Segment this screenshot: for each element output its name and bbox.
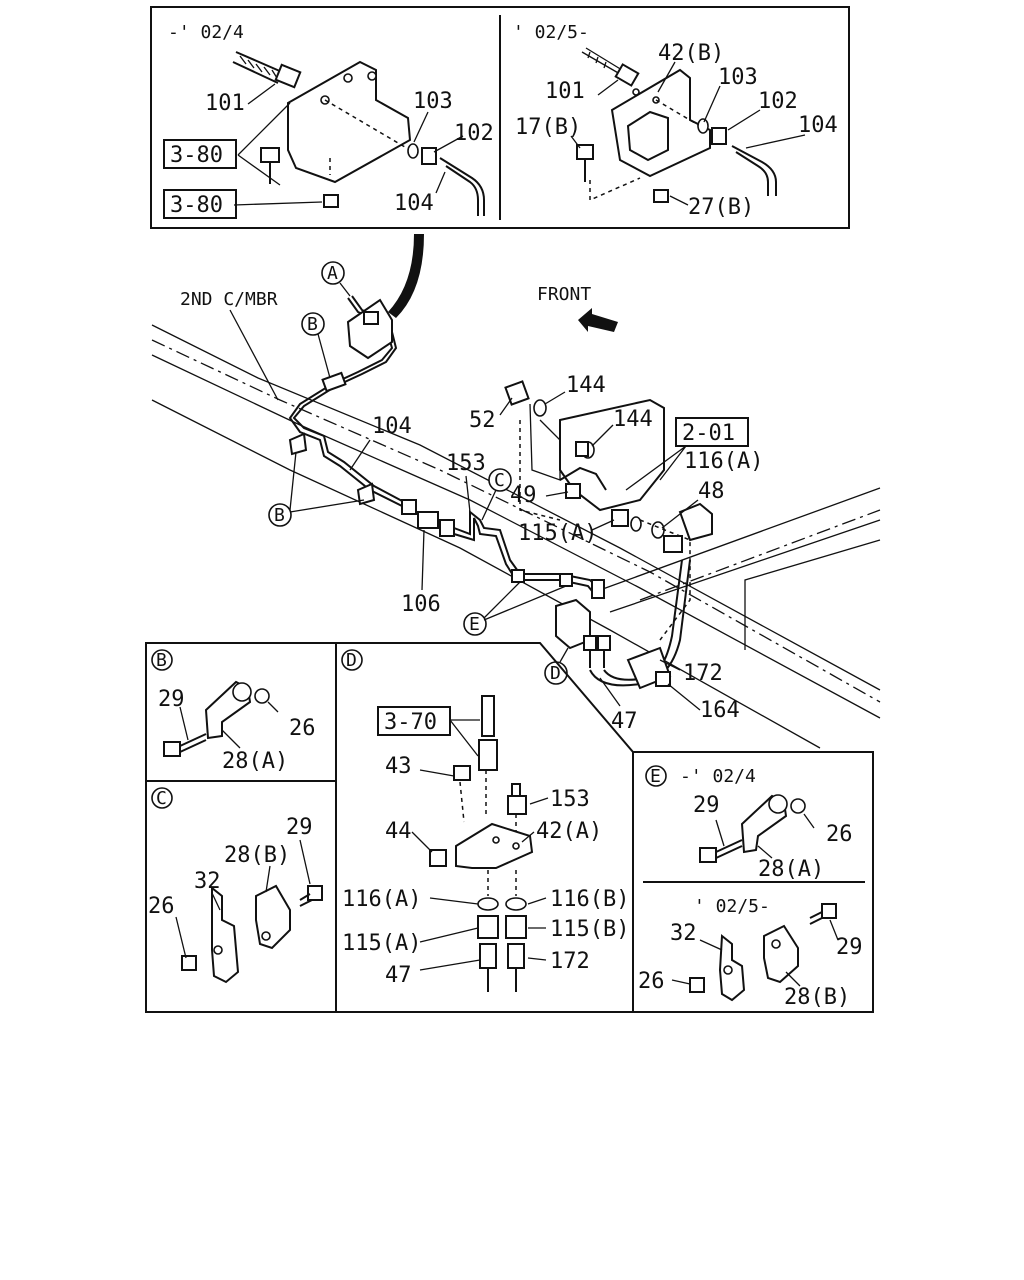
callout-b-lower[interactable] <box>268 503 292 527</box>
label-48: 48 <box>698 479 725 504</box>
letter-b: B <box>156 650 167 671</box>
label-43: 43 <box>385 754 412 779</box>
label-29: 29 <box>286 815 313 840</box>
letter-c: C <box>494 470 505 491</box>
label-26: 26 <box>148 894 175 919</box>
label-102: 102 <box>758 89 798 114</box>
label-26: 26 <box>289 716 316 741</box>
letter-b: B <box>307 314 318 335</box>
top-detail-frame <box>150 6 850 229</box>
label-42a: 42(A) <box>536 819 602 844</box>
front-label: FRONT <box>537 284 591 305</box>
label-115a: 115(A) <box>518 521 597 546</box>
label-104: 104 <box>394 191 434 216</box>
detail-c: C 29 28(B) 32 26 <box>148 787 323 984</box>
label-104: 104 <box>372 414 412 439</box>
bracket-shape <box>287 60 412 184</box>
label-28a: 28(A) <box>758 857 824 882</box>
label-28b: 28(B) <box>784 985 850 1010</box>
label-104: 104 <box>798 113 838 138</box>
label-172: 172 <box>683 661 723 686</box>
label-26: 26 <box>638 969 665 994</box>
detail-d: D 3-70 43 153 44 42(A) 116(A) 116(B) 115… <box>341 649 629 992</box>
ref-box-3-80-b[interactable] <box>163 189 237 219</box>
label-44: 44 <box>385 819 412 844</box>
label-47: 47 <box>385 963 412 988</box>
hose-shape <box>232 51 283 84</box>
label-32: 32 <box>194 869 221 894</box>
side-label: 2ND C/MBR <box>180 289 278 310</box>
callout-arrow <box>388 234 424 318</box>
label-116a: 116(A) <box>684 449 763 474</box>
label-29: 29 <box>836 935 863 960</box>
callout-b-upper[interactable] <box>301 312 325 336</box>
ref-3-80-bottom: 3-80 <box>170 193 223 218</box>
label-102: 102 <box>454 121 494 146</box>
label-27b: 27(B) <box>688 195 754 220</box>
detail-b: B 29 26 28(A) <box>151 649 316 774</box>
label-29: 29 <box>158 687 185 712</box>
detail-e: E -' 02/4 29 26 28(A) ' 02/5- 32 29 26 2… <box>638 765 863 1010</box>
variant-1: -' 02/4 <box>680 766 756 787</box>
label-164: 164 <box>700 698 740 723</box>
ref-3-80-top: 3-80 <box>170 143 223 168</box>
variant-2: ' 02/5- <box>694 896 770 917</box>
label-28b: 28(B) <box>224 843 290 868</box>
variant-label: -' 02/4 <box>168 22 244 43</box>
ref-2-01: 2-01 <box>682 421 735 446</box>
label-103: 103 <box>413 89 453 114</box>
letter-e: E <box>650 766 661 787</box>
label-52: 52 <box>469 408 496 433</box>
lower-frames <box>145 642 874 1013</box>
letter-d: D <box>550 663 561 684</box>
label-17b: 17(B) <box>515 115 581 140</box>
letter-c: C <box>156 788 167 809</box>
detail-top-left: -' 02/4 101 103 102 104 3-80 3-80 <box>163 22 494 219</box>
label-116a: 116(A) <box>342 887 421 912</box>
letter-d: D <box>346 650 357 671</box>
front-arrow-icon <box>578 308 618 332</box>
ref-box-2-01[interactable] <box>675 417 749 447</box>
label-47: 47 <box>611 709 638 734</box>
label-153: 153 <box>550 787 590 812</box>
letter-a: A <box>327 263 338 284</box>
label-101: 101 <box>545 79 585 104</box>
main-assembly: 2ND C/MBR FRONT <box>151 261 881 749</box>
callout-a[interactable] <box>321 261 345 285</box>
label-144-b: 144 <box>613 407 653 432</box>
letter-b-2: B <box>274 505 285 526</box>
label-116b: 116(B) <box>550 887 629 912</box>
label-106: 106 <box>401 592 441 617</box>
label-28a: 28(A) <box>222 749 288 774</box>
label-144-a: 144 <box>566 373 606 398</box>
label-26: 26 <box>826 822 853 847</box>
callout-c[interactable] <box>488 468 512 492</box>
label-29: 29 <box>693 793 720 818</box>
variant-label: ' 02/5- <box>513 22 589 43</box>
label-115a: 115(A) <box>342 931 421 956</box>
callout-e[interactable] <box>463 612 487 636</box>
letter-e: E <box>469 614 480 635</box>
label-49: 49 <box>510 483 537 508</box>
label-115b: 115(B) <box>550 917 629 942</box>
label-42b: 42(B) <box>658 41 724 66</box>
ref-3-70: 3-70 <box>384 710 437 735</box>
detail-top-right: ' 02/5- 42(B) 101 103 102 104 17(B) 27(B… <box>513 22 838 220</box>
label-103: 103 <box>718 65 758 90</box>
label-172: 172 <box>550 949 590 974</box>
ref-box-3-80[interactable] <box>163 139 237 169</box>
label-153: 153 <box>446 451 486 476</box>
label-32: 32 <box>670 921 697 946</box>
label-101: 101 <box>205 91 245 116</box>
